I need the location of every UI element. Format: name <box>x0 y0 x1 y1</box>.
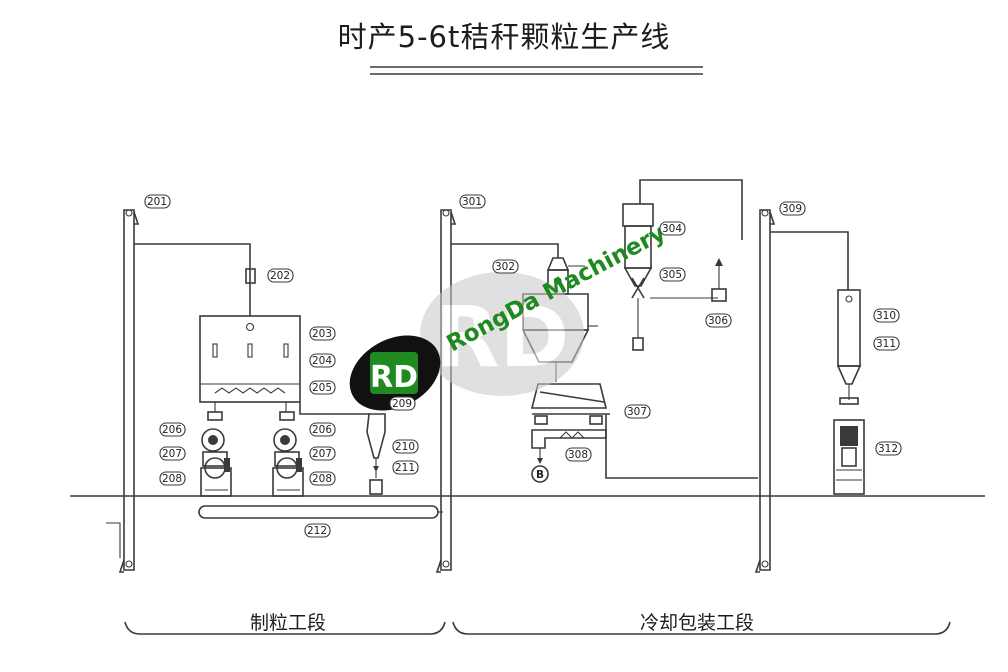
svg-text:211: 211 <box>395 462 415 474</box>
section-bracket-granulation <box>124 621 446 635</box>
label-304: 304 <box>659 221 686 236</box>
label-205: 205 <box>309 380 336 395</box>
svg-text:311: 311 <box>876 338 896 350</box>
svg-text:310: 310 <box>876 310 896 322</box>
label-206b: 206 <box>309 422 336 437</box>
pellet-mill-2 <box>272 411 304 497</box>
label-211: 211 <box>392 460 419 475</box>
svg-text:206: 206 <box>312 424 332 436</box>
screener-307 <box>530 383 610 425</box>
section-label-granulation: 制粒工段 <box>250 612 327 634</box>
title-underline <box>370 66 703 75</box>
watermark-badge-letters: RD <box>370 360 418 395</box>
svg-text:207: 207 <box>312 448 332 460</box>
label-206a: 206 <box>159 422 186 437</box>
label-311: 311 <box>873 336 900 351</box>
svg-text:209: 209 <box>392 398 412 410</box>
pellet-mill-1 <box>200 411 232 497</box>
bucket-elevator-309 <box>754 209 849 573</box>
label-202: 202 <box>267 268 294 283</box>
label-310: 310 <box>873 308 900 323</box>
svg-text:207: 207 <box>162 448 182 460</box>
feeding-bin <box>199 315 301 412</box>
label-207b: 207 <box>309 446 336 461</box>
svg-text:205: 205 <box>312 382 332 394</box>
label-209: 209 <box>389 396 416 411</box>
section-label-cooling-packing: 冷却包装工段 <box>640 612 755 634</box>
watermark-logo-letters: RD <box>435 288 569 386</box>
label-302: 302 <box>492 259 519 274</box>
svg-text:312: 312 <box>878 443 898 455</box>
watermark-logo-gray: RD <box>420 272 584 396</box>
label-204: 204 <box>309 353 336 368</box>
label-212: 212 <box>304 523 331 538</box>
packing-machine-312 <box>833 419 865 495</box>
svg-text:306: 306 <box>708 315 728 327</box>
label-210: 210 <box>392 439 419 454</box>
fan-306 <box>711 258 727 302</box>
label-207a: 207 <box>159 446 186 461</box>
label-203: 203 <box>309 326 336 341</box>
svg-text:202: 202 <box>270 270 290 282</box>
section-bracket-cooling <box>452 621 951 635</box>
svg-text:204: 204 <box>312 355 332 367</box>
svg-text:212: 212 <box>307 525 327 537</box>
conveyor-308 <box>531 414 758 483</box>
bucket-elevator-201 <box>106 209 251 573</box>
watermark-logo-badge: RD <box>349 335 441 411</box>
svg-text:201: 201 <box>147 196 167 208</box>
svg-text:203: 203 <box>312 328 332 340</box>
label-308: 308 <box>565 447 592 462</box>
label-306: 306 <box>705 313 732 328</box>
svg-text:301: 301 <box>462 196 482 208</box>
label-301: 301 <box>459 194 486 209</box>
svg-text:308: 308 <box>568 449 588 461</box>
cyclone-304 <box>622 179 743 351</box>
cyclone-210 <box>299 402 386 495</box>
svg-text:208: 208 <box>312 473 332 485</box>
diagram-title: 时产5-6t秸秆颗粒生产线 <box>337 20 671 54</box>
svg-text:210: 210 <box>395 441 415 453</box>
bucket-elevator-301 <box>435 209 559 573</box>
svg-text:305: 305 <box>662 269 682 281</box>
hopper-310 <box>836 289 862 405</box>
label-309: 309 <box>779 201 806 216</box>
label-312: 312 <box>875 441 902 456</box>
magnet-202 <box>245 268 256 284</box>
label-305: 305 <box>659 267 686 282</box>
label-307: 307 <box>624 404 651 419</box>
svg-text:304: 304 <box>662 223 682 235</box>
svg-text:302: 302 <box>495 261 515 273</box>
svg-text:208: 208 <box>162 473 182 485</box>
svg-text:309: 309 <box>782 203 802 215</box>
conveyor-212 <box>198 505 443 519</box>
svg-text:307: 307 <box>627 406 647 418</box>
svg-text:206: 206 <box>162 424 182 436</box>
marker-b: B <box>536 469 544 481</box>
label-201: 201 <box>144 194 171 209</box>
label-208b: 208 <box>309 471 336 486</box>
label-208a: 208 <box>159 471 186 486</box>
